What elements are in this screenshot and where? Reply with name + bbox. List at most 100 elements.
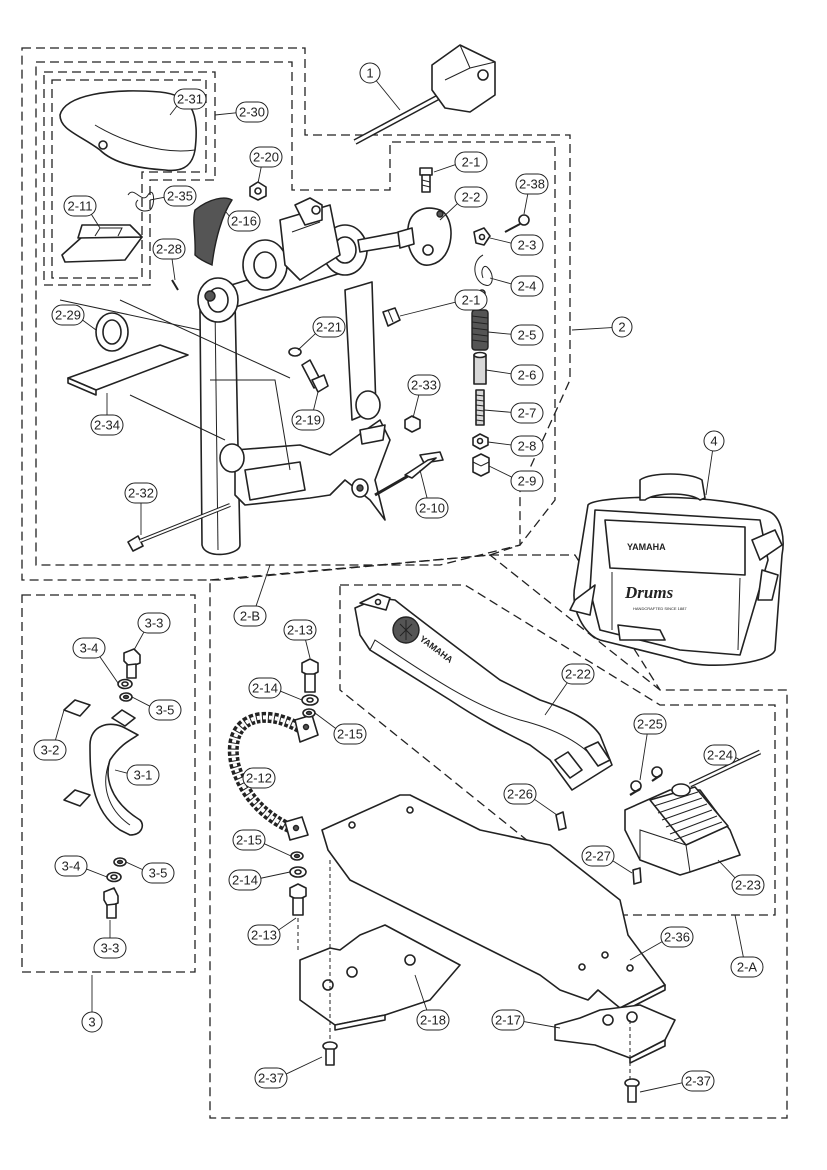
part-2-15-washers [290,708,316,861]
part-3-1-clamp [89,723,144,836]
boundary-2 [35,61,556,566]
callout-leader [544,681,569,716]
callout-4: 4 [703,430,725,496]
callout-label: 2-5 [518,328,537,343]
callout-label: 2-21 [316,320,342,335]
callout-bubble [633,713,667,735]
callout-2-11: 2-11 [63,195,101,229]
callout-2-37b: 2-37 [639,1070,715,1093]
callout-leader [169,104,178,116]
callout-label: 2-34 [94,418,120,433]
callout-label: 2-25 [637,717,663,732]
callout-2-6: 2-6 [485,364,544,386]
callout-2-13a: 2-13 [283,619,317,659]
boundary-2-30 [43,71,216,286]
callout-leader [131,696,151,707]
part-2-5-spring [471,309,489,351]
callout-label: 2-35 [167,189,193,204]
callout-bubble [581,845,615,867]
callout-2-37a: 2-37 [254,1056,323,1089]
part-2-24-rod [688,749,762,788]
callout-label: 2-7 [518,406,537,421]
callout-bubble [703,430,725,452]
callout-3-1: 3-1 [114,764,160,786]
callout-3-5a: 3-5 [131,696,182,721]
part-2-29-ring [95,312,129,352]
callout-bubble [283,619,317,641]
callout-3-5b: 3-5 [125,861,175,884]
callout-label: 2-23 [735,878,761,893]
callout-3: 3 [81,975,103,1033]
callout-leader [612,860,633,874]
callout-2-10: 2-10 [415,469,449,519]
callout-leader [280,690,303,701]
part-2-12-chain [227,711,319,841]
part-2-22-footboard: YAMAHA [354,593,613,791]
callout-2-22: 2-22 [544,663,595,716]
callout-leader [375,80,401,111]
callout-bubble [235,101,269,123]
callout-bubble [515,173,549,195]
part-2-3-clip [473,227,491,246]
callout-leader [533,798,558,816]
callout-bubble [510,234,544,256]
callout-label: 2-1 [462,293,481,308]
callout-2-17: 2-17 [491,1009,561,1031]
callout-leader [483,409,512,413]
callout-leader [487,441,512,446]
callout-label: 2-37 [685,1074,711,1089]
callout-bubble [312,316,346,338]
callout-leader [285,1056,323,1075]
bag-script-text: Drums [624,583,674,602]
callout-bubble [254,1067,288,1089]
callout-2-15a: 2-15 [314,712,367,745]
callout-leader [297,332,317,351]
callout-layer: 12342-12-12-22-32-42-52-62-72-82-92-102-… [33,62,765,1093]
callout-2-1a: 2-1 [433,151,488,173]
callout-label: 2-13 [251,928,277,943]
callout-leader [523,1021,561,1029]
part-2-13-bolts [289,658,319,916]
part-2-25-screws [629,766,663,796]
callout-bubble [54,855,88,877]
part-2-16-strap [193,197,233,267]
callout-2-12: 2-12 [242,767,276,789]
callout-2-1b: 2-1 [399,289,488,317]
callout-label: 2-26 [507,787,533,802]
part-2-17-plate [554,1004,676,1064]
callout-leader [260,871,291,879]
callout-label: 2-32 [128,486,154,501]
callout-3-4b: 3-4 [54,855,108,878]
callout-bubble [510,275,544,297]
callout-label: 3-5 [149,866,168,881]
callout-label: 2-37 [258,1071,284,1086]
callout-leader [639,733,648,781]
part-2-35-spring [127,191,155,212]
callout-bubble [233,605,267,627]
part-2-27-screw [632,867,642,885]
callout-bubble [510,324,544,346]
callout-leader [133,630,145,651]
callout-bubble [454,186,488,208]
callout-bubble [730,956,764,978]
callout-leader [304,639,311,659]
callout-leader [277,917,297,931]
callout-2-15b: 2-15 [232,829,292,857]
part-2-34-plate [67,344,189,396]
callout-leader [489,277,512,285]
callout-leader [114,769,128,774]
callout-2-35: 2-35 [149,185,197,207]
callout-label: 2-36 [664,930,690,945]
callout-leader [629,941,663,961]
part-2-32-bolt [127,503,231,552]
callout-bubble [510,364,544,386]
callout-2-16: 2-16 [225,210,261,232]
part-2-6-sleeve [473,351,487,385]
callout-label: 2-10 [419,501,445,516]
callout-label: 3 [88,1015,95,1030]
callout-label: 3-5 [156,703,175,718]
callout-2-5: 2-5 [487,324,544,346]
callout-bubble [291,409,325,431]
callout-leader [717,859,737,879]
